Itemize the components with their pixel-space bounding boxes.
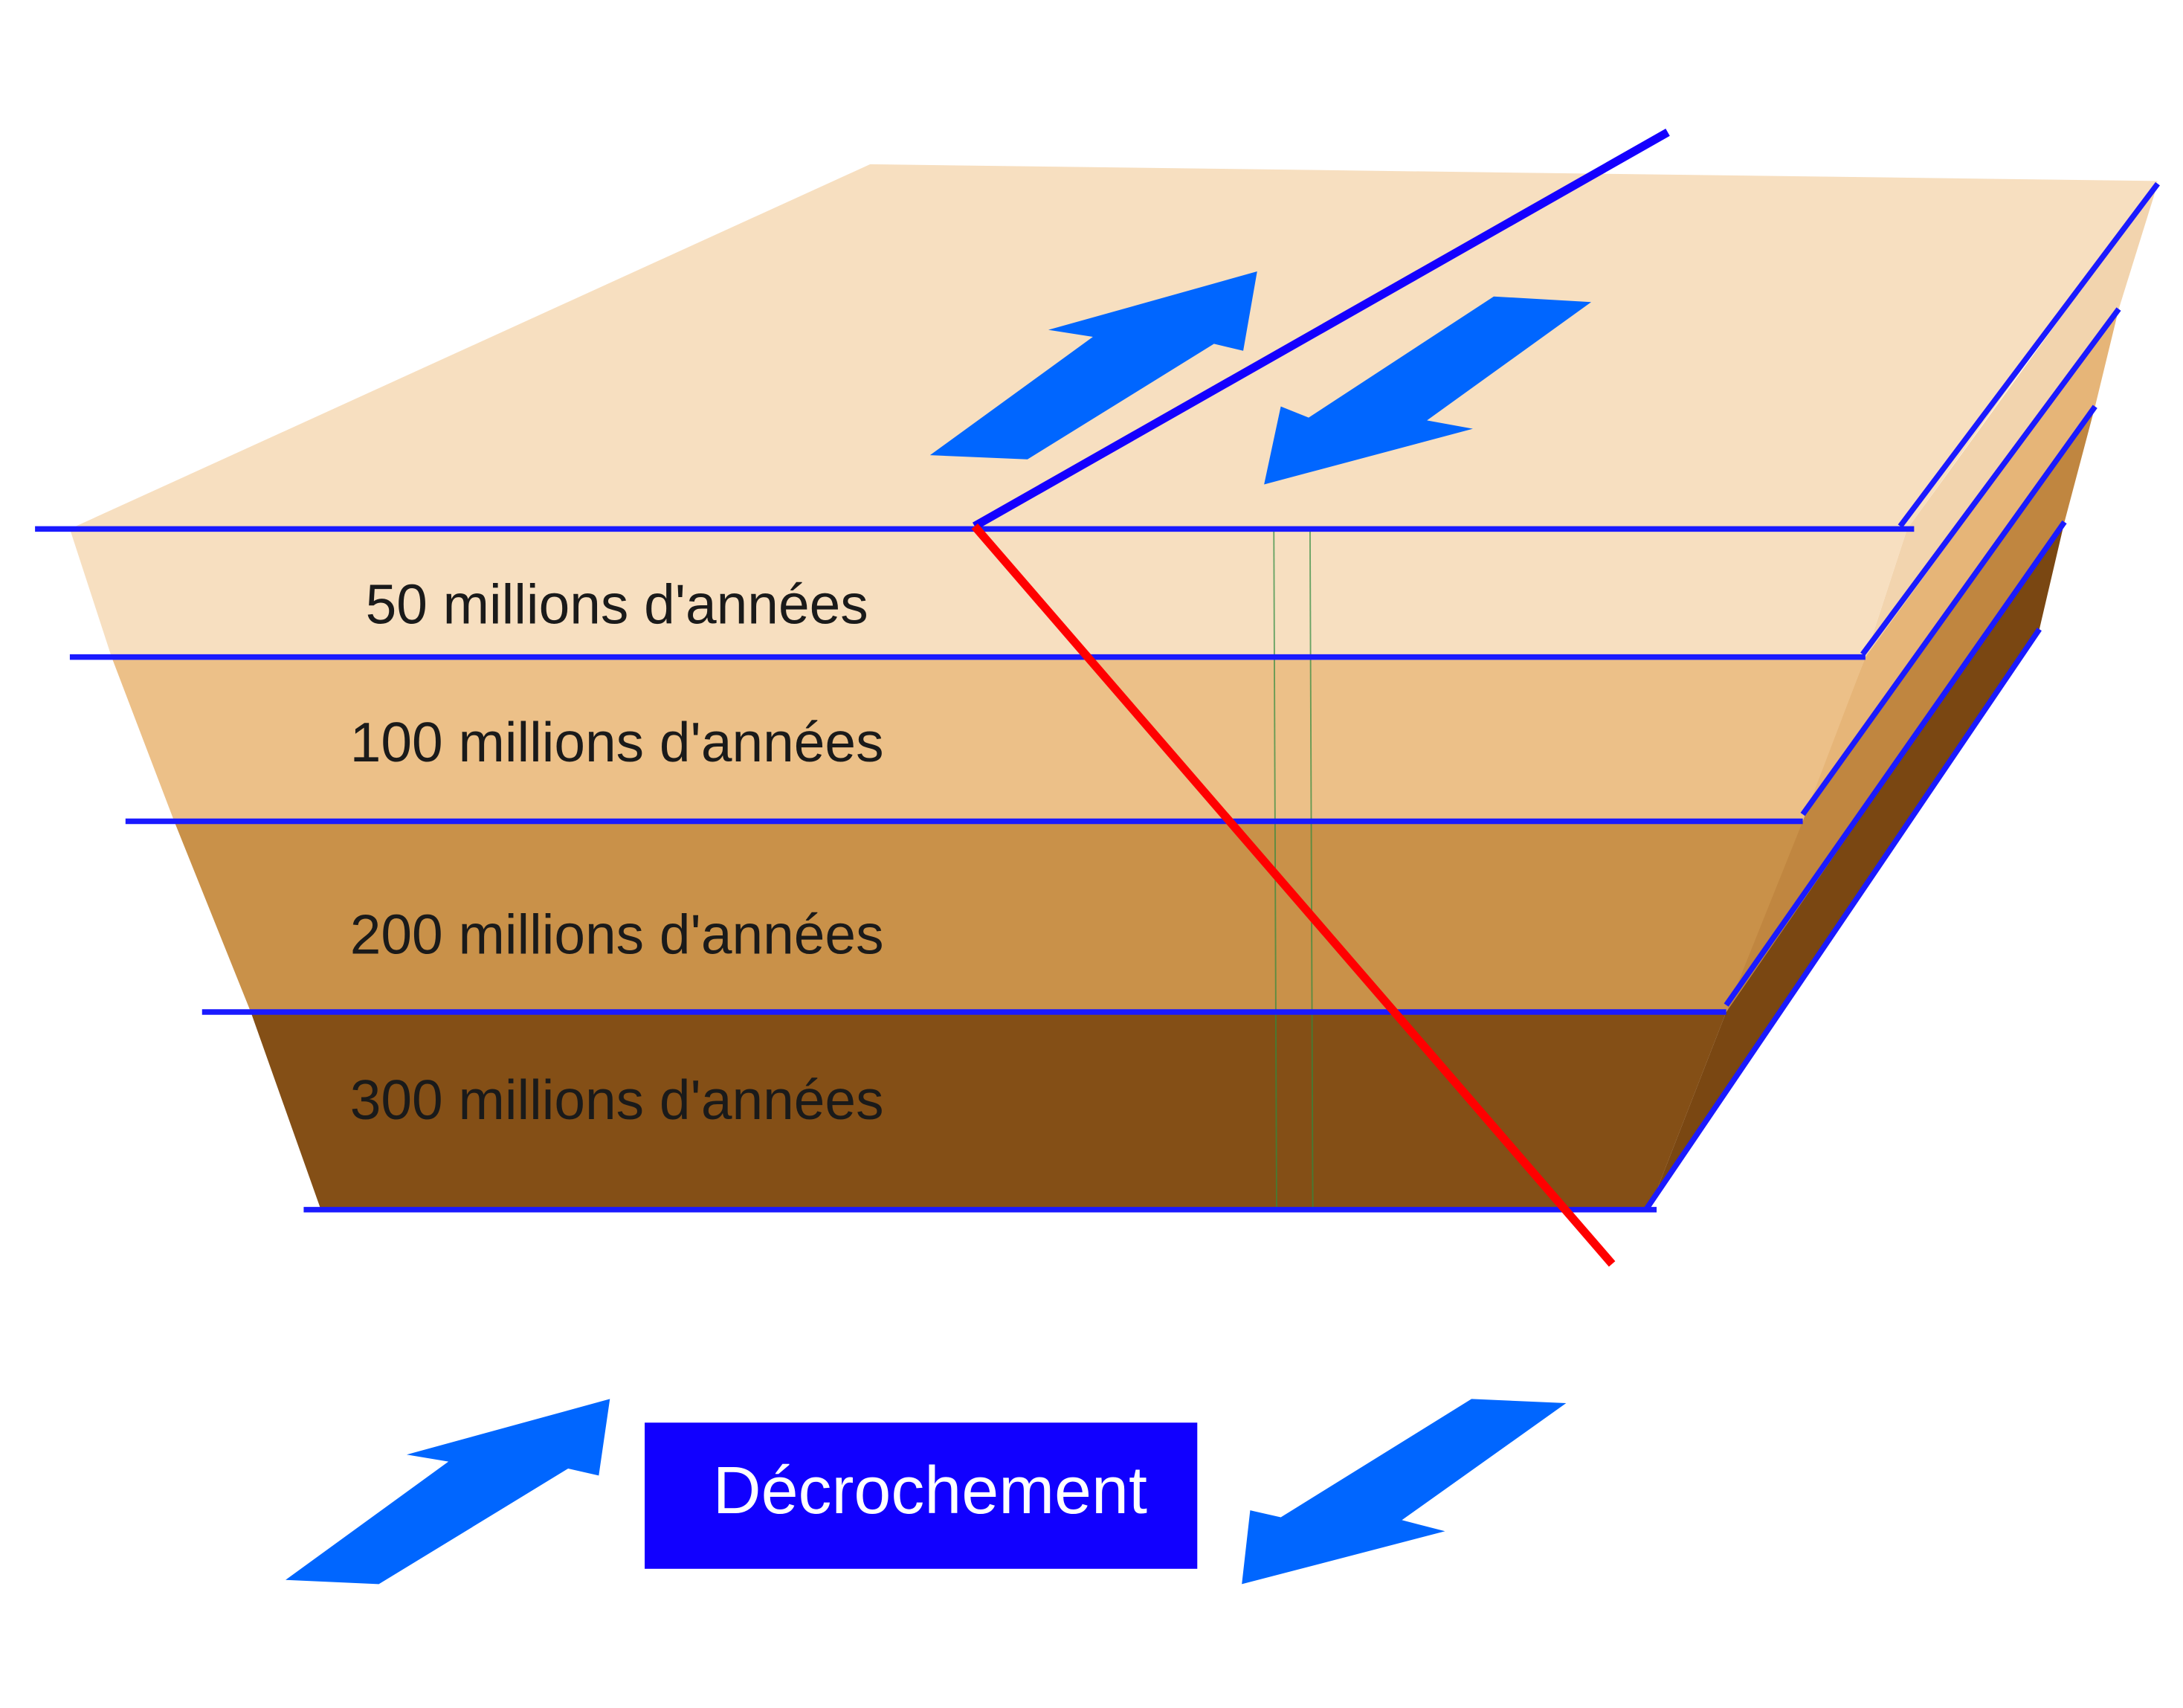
layer-label-200: 200 millions d'années	[350, 903, 884, 965]
front-layer-2	[112, 657, 1866, 822]
front-layer-1	[69, 529, 1908, 657]
front-layer-4	[251, 1011, 1726, 1208]
fault-trace-surface	[972, 128, 1670, 530]
arrow-up-right-icon	[929, 271, 1257, 460]
layer-label-300: 300 millions d'années	[350, 1069, 884, 1131]
side-layer-3	[1726, 406, 2095, 1012]
side-layer-4	[1649, 522, 2065, 1208]
title-badge	[645, 1422, 1198, 1569]
arrow-down-left-icon	[1242, 1399, 1567, 1585]
layer-label-50: 50 millions d'années	[366, 573, 868, 636]
fault-plane-trace	[971, 523, 1616, 1267]
layer-label-100: 100 millions d'années	[350, 711, 884, 773]
arrow-down-left-icon	[1264, 296, 1592, 485]
side-layer-1	[1865, 184, 2158, 657]
layer-boundaries	[35, 181, 2160, 1213]
side-layer-2	[1802, 309, 2119, 819]
front-layer-3	[174, 821, 1803, 1012]
arrow-up-right-icon	[286, 1399, 610, 1585]
title-text: Décrochement	[713, 1454, 1147, 1528]
